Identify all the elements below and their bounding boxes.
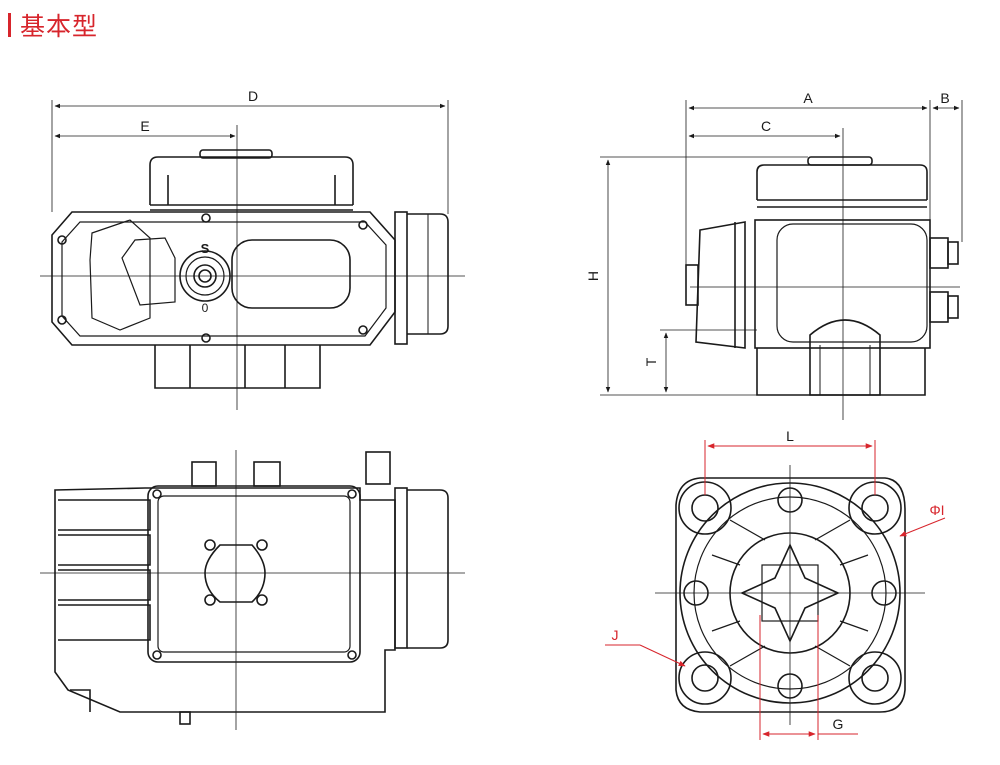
front-dimensions bbox=[51, 100, 449, 214]
knob-label-0: 0 bbox=[202, 301, 209, 315]
top-center-lines bbox=[40, 450, 465, 730]
dim-label-a: A bbox=[803, 90, 813, 106]
side-center-lines bbox=[690, 128, 960, 420]
bottom-dimensions bbox=[605, 440, 946, 740]
dim-label-j: J bbox=[612, 627, 619, 643]
page-header: 基本型 bbox=[8, 8, 98, 42]
dim-label-b: B bbox=[940, 90, 949, 106]
dim-label-d: D bbox=[248, 88, 258, 104]
knob-label-s: S bbox=[201, 241, 210, 256]
top-view bbox=[54, 451, 449, 725]
dim-label-c: C bbox=[761, 118, 771, 134]
dim-label-l: L bbox=[786, 428, 794, 444]
bottom-view bbox=[675, 477, 906, 713]
header-accent-bar bbox=[8, 13, 11, 37]
dim-label-e: E bbox=[140, 118, 149, 134]
front-view bbox=[51, 149, 449, 389]
page-title: 基本型 bbox=[20, 13, 99, 41]
side-dimensions bbox=[600, 100, 963, 396]
dim-label-t: T bbox=[643, 357, 659, 366]
side-view bbox=[685, 156, 959, 396]
dim-label-phi-i: ΦI bbox=[929, 502, 944, 518]
dim-label-g: G bbox=[833, 716, 844, 732]
front-center-lines bbox=[40, 125, 465, 410]
bottom-center-lines bbox=[655, 465, 925, 725]
dim-label-h: H bbox=[585, 271, 601, 281]
